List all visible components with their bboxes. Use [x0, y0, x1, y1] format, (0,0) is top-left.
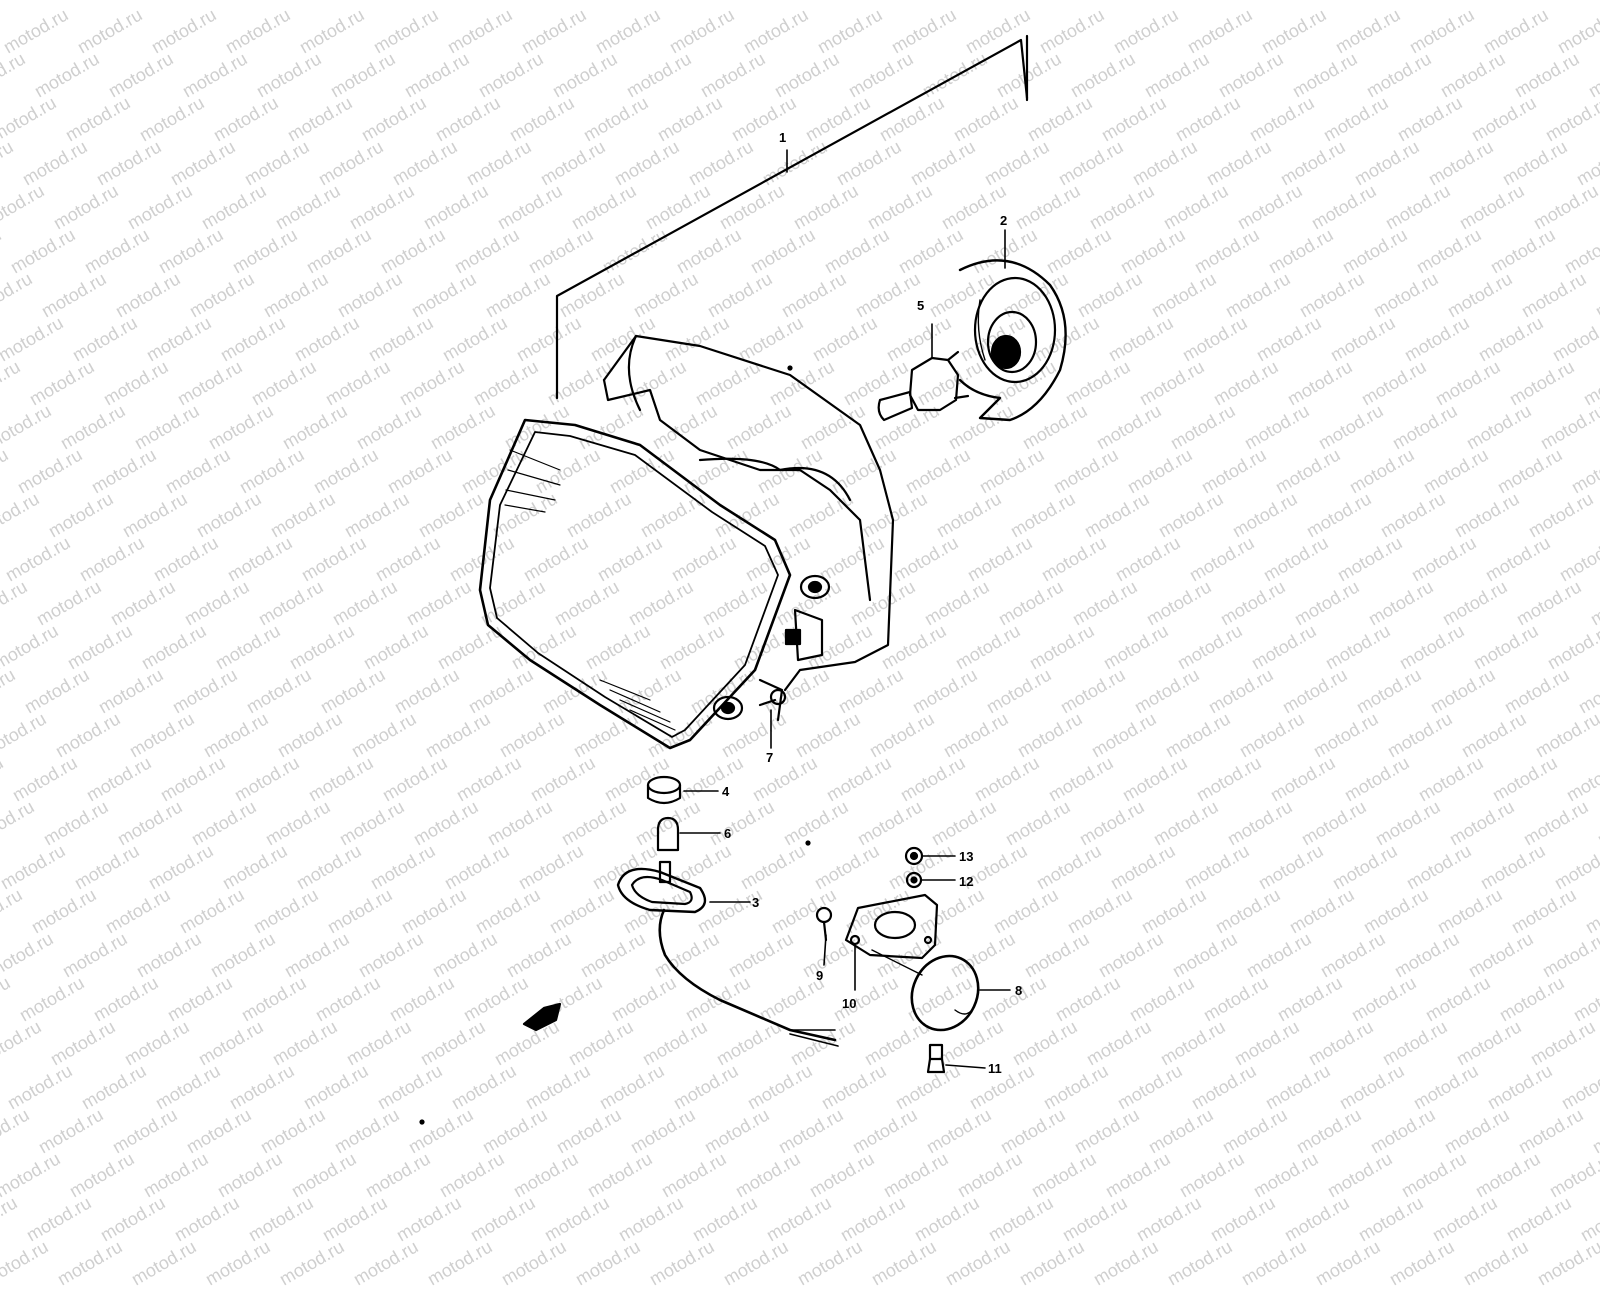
watermark-text: motod.ru [794, 1236, 866, 1290]
headlight-bulb [879, 324, 968, 420]
grommet-part-4 [648, 777, 718, 803]
watermark-text: motod.ru [350, 1236, 422, 1290]
watermark-text: motod.ru [202, 1236, 274, 1290]
watermark-text: motod.ru [245, 1192, 317, 1246]
watermark-text: motod.ru [1429, 1192, 1501, 1246]
watermark-text: motod.ru [615, 1192, 687, 1246]
watermark-text: motod.ru [985, 1192, 1057, 1246]
bracket-part-10 [846, 895, 937, 990]
bulb-part-6 [658, 818, 720, 850]
watermark-text: motod.ru [1090, 1236, 1162, 1290]
callout-label-4: 4 [722, 784, 730, 799]
callout-label-3: 3 [752, 895, 759, 910]
watermark-text: motod.ru [837, 1192, 909, 1246]
watermark-text: motod.ru [424, 1236, 496, 1290]
watermark-text: motod.ru [868, 1236, 940, 1290]
watermark-text: motod.ru [0, 1236, 52, 1290]
callout-label-7: 7 [766, 750, 773, 765]
watermark-text: motod.ru [1534, 1236, 1600, 1290]
washer-part-12 [907, 873, 955, 887]
callout-label-8: 8 [1015, 983, 1022, 998]
watermark-text: motod.ru [1164, 1236, 1236, 1290]
watermark-text: motod.ru [1207, 1192, 1279, 1246]
watermark-text: motod.ru [1460, 1236, 1532, 1290]
watermark-text: motod.ru [720, 1236, 792, 1290]
watermark-text: motod.ru [276, 1236, 348, 1290]
callout-label-13: 13 [959, 849, 973, 864]
socket-wire-part-3 [618, 862, 838, 1046]
watermark-text: motod.ru [541, 1192, 613, 1246]
callout-label-2: 2 [1000, 213, 1007, 228]
watermark-text: motod.ru [763, 1192, 835, 1246]
nut-part-13 [906, 848, 955, 864]
watermark-text: motod.ru [1133, 1192, 1205, 1246]
watermark-text: motod.ru [171, 1192, 243, 1246]
callout-label-9: 9 [816, 968, 823, 983]
headlight-assembly [480, 336, 893, 748]
watermark-text: motod.ru [393, 1192, 465, 1246]
watermark-text: motod.ru [911, 1192, 983, 1246]
watermark-text: motod.ru [1386, 1236, 1458, 1290]
bolt-part-9 [817, 908, 831, 965]
callout-label-1: 1 [779, 130, 786, 145]
watermark-text: motod.ru [54, 1236, 126, 1290]
watermark-text: motod.ru [467, 1192, 539, 1246]
callout-label-6: 6 [724, 826, 731, 841]
watermark-text: motod.ru [97, 1192, 169, 1246]
callout-label-10: 10 [842, 996, 856, 1011]
watermark-text: motod.ru [1312, 1236, 1384, 1290]
watermark-text: motod.ru [319, 1192, 391, 1246]
watermark-text: motod.ru [0, 1192, 21, 1246]
watermark-text: motod.ru [1238, 1236, 1310, 1290]
watermark-text: motod.ru [1281, 1192, 1353, 1246]
assembly-bracket [557, 36, 1027, 398]
screw-part-11 [928, 1045, 985, 1072]
socket-cover [960, 230, 1066, 420]
watermark-text: motod.ru [1355, 1192, 1427, 1246]
callout-label-11: 11 [988, 1061, 1002, 1076]
front-arrow-marker [524, 1004, 560, 1030]
callout-label-12: 12 [959, 874, 973, 889]
watermark-text: motod.ru [23, 1192, 95, 1246]
watermark-text: motod.ru [689, 1192, 761, 1246]
watermark-text: motod.ru [942, 1236, 1014, 1290]
watermark-text: motod.ru [498, 1236, 570, 1290]
watermark-text: motod.ru [572, 1236, 644, 1290]
callout-label-5: 5 [917, 298, 924, 313]
watermark-text: motod.ru [1059, 1192, 1131, 1246]
watermark-text: motod.ru [128, 1236, 200, 1290]
watermark-text: motod.ru [1016, 1236, 1088, 1290]
watermark-text: motod.ru [1503, 1192, 1575, 1246]
lamp-part-8 [900, 945, 1010, 1041]
watermark-text: motod.ru [646, 1236, 718, 1290]
